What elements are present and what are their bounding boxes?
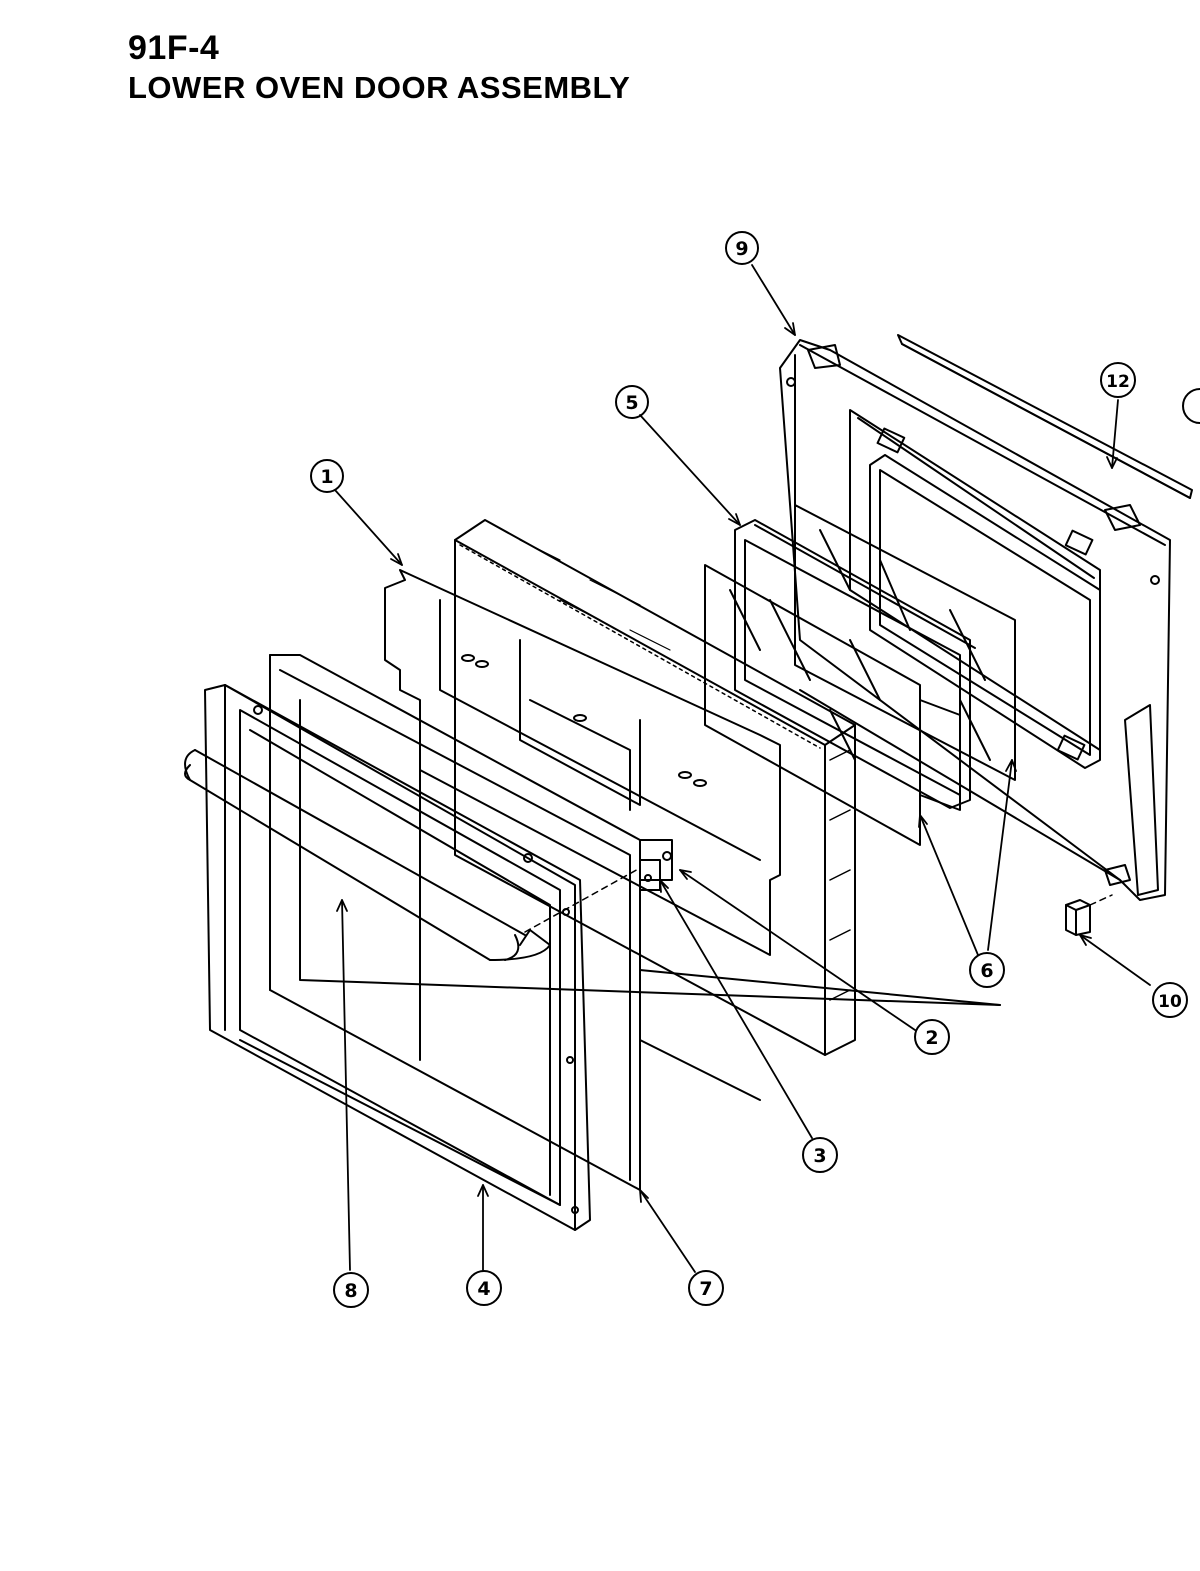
door-handle	[184, 749, 551, 961]
leader-lines	[334, 264, 1151, 1273]
insulation-block	[454, 519, 856, 1056]
callout-4: 4	[466, 1270, 502, 1306]
callout-cropped	[1182, 388, 1200, 424]
callout-9: 9	[725, 231, 759, 265]
callout-12: 12	[1100, 362, 1136, 398]
callout-3: 3	[802, 1137, 838, 1173]
hinge-bracket	[639, 839, 673, 891]
inner-panel-sheet	[269, 654, 1001, 1191]
callout-10: 10	[1152, 982, 1188, 1018]
baffle-plate	[384, 569, 781, 956]
callout-1: 1	[310, 459, 344, 493]
callout-6-label: 6	[980, 960, 993, 982]
callout-1-label: 1	[320, 466, 333, 488]
callout-8: 8	[333, 1272, 369, 1308]
callout-5-label: 5	[625, 392, 638, 414]
door-clip	[1065, 899, 1091, 936]
diagram-code: 91F-4	[128, 29, 220, 67]
callout-12-label: 12	[1106, 372, 1130, 392]
diagram-title: LOWER OVEN DOOR ASSEMBLY	[128, 70, 631, 105]
callout-7: 7	[688, 1270, 724, 1306]
callout-6: 6	[969, 952, 1005, 988]
alignment-lines	[524, 867, 1113, 933]
callout-9-label: 9	[735, 238, 748, 260]
glass-pack	[704, 504, 1016, 846]
callout-2-label: 2	[925, 1027, 938, 1049]
top-rod	[897, 334, 1193, 499]
callout-2: 2	[914, 1019, 950, 1055]
callout-7-label: 7	[699, 1278, 712, 1300]
outer-door-frame	[204, 684, 591, 1231]
callout-4-label: 4	[477, 1278, 490, 1300]
callout-5: 5	[615, 385, 649, 419]
callout-10-label: 10	[1158, 992, 1182, 1012]
inner-door-panel	[779, 339, 1171, 901]
callout-3-label: 3	[813, 1145, 826, 1167]
callout-8-label: 8	[344, 1280, 357, 1302]
title-block: 91F-4 LOWER OVEN DOOR ASSEMBLY	[128, 28, 630, 108]
door-window-glass	[869, 427, 1101, 769]
